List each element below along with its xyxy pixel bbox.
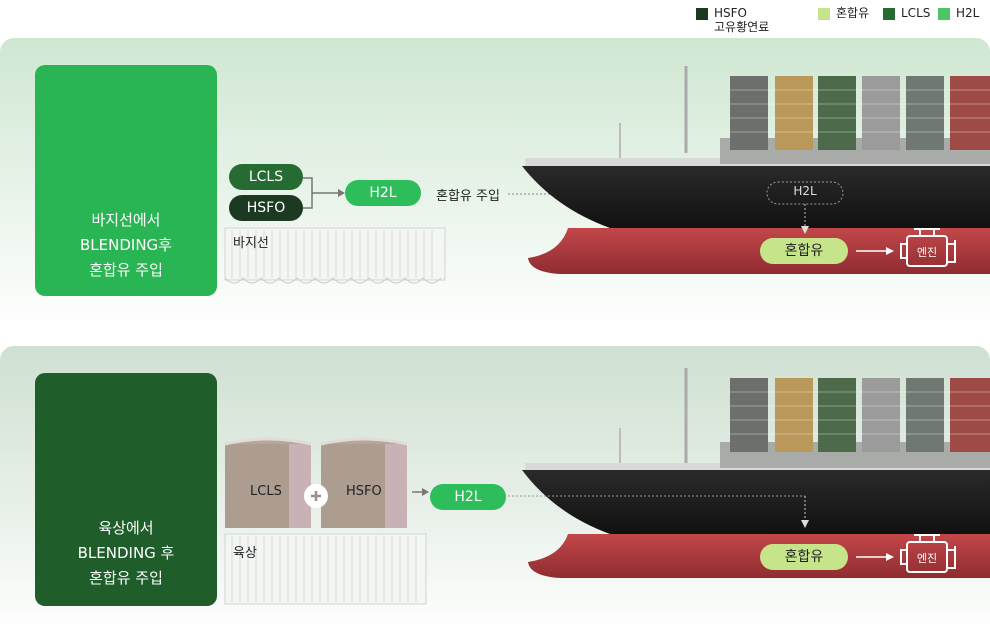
legend-swatch: [883, 8, 895, 20]
mixed-oil-pill: 혼합유: [760, 544, 848, 570]
ship-h2l-label: H2L: [793, 184, 817, 198]
legend-label: HSFO: [714, 6, 747, 20]
lcls-tank-label: LCLS: [250, 484, 282, 499]
barge-blending-panel: 바지선에서 BLENDING후 혼합유 주입 LCLS HSFO H2L 혼합유…: [0, 38, 990, 330]
engine-label: 엔진: [916, 246, 938, 259]
hsfo-tank-label: HSFO: [346, 484, 382, 499]
barge: [224, 227, 446, 284]
onshore-blending-card: 육상에서 BLENDING 후 혼합유 주입: [35, 373, 217, 606]
card-line: 혼합유 주입: [89, 569, 163, 587]
legend-item-lcls: LCLS: [883, 6, 930, 20]
legend-item-mixed: 혼합유: [818, 6, 869, 20]
container-ship: [522, 66, 990, 274]
legend-swatch: [696, 8, 708, 20]
legend-swatch: [818, 8, 830, 20]
legend: HSFO 고유황연료 혼합유 LCLS H2L: [0, 6, 990, 36]
land-terminal: [224, 533, 427, 605]
hsfo-pill: HSFO: [229, 195, 303, 221]
onshore-blending-graphic: [89, 368, 990, 605]
legend-label: LCLS: [901, 6, 931, 20]
legend-item-h2l: H2L: [938, 6, 979, 20]
barge-blending-graphic: [99, 66, 990, 284]
legend-item-hsfo: HSFO 고유황연료: [696, 6, 769, 34]
legend-swatch: [938, 8, 950, 20]
card-line: BLENDING 후: [77, 544, 175, 562]
engine-icon: [900, 534, 956, 573]
barge-label: 바지선: [233, 236, 269, 251]
legend-label: H2L: [956, 6, 980, 20]
barge-blending-card: 바지선에서 BLENDING후 혼합유 주입: [35, 65, 217, 296]
card-line: 바지선에서: [91, 211, 161, 229]
container-stacks: [730, 76, 990, 150]
onshore-blending-panel: 육상에서 BLENDING 후 혼합유 주입 LCLS HSFO H2L 육상 …: [0, 346, 990, 634]
engine-icon: [900, 228, 956, 267]
h2l-pill: H2L: [345, 180, 421, 206]
legend-label: 혼합유: [836, 6, 870, 20]
card-line: BLENDING후: [80, 236, 172, 254]
lcls-tank: [224, 437, 312, 528]
mixed-oil-pill: 혼합유: [760, 238, 848, 264]
container-stacks: [730, 378, 990, 452]
lcls-pill: LCLS: [229, 164, 303, 190]
card-line: 혼합유 주입: [89, 261, 163, 279]
hsfo-tank: [320, 437, 408, 528]
h2l-pill: H2L: [430, 484, 506, 510]
card-line: 육상에서: [98, 519, 154, 537]
inject-label: 혼합유 주입: [436, 189, 500, 204]
engine-label: 엔진: [916, 552, 938, 565]
land-label: 육상: [233, 546, 257, 561]
container-ship: [522, 368, 990, 578]
legend-label-sub: 고유황연료: [714, 20, 770, 34]
